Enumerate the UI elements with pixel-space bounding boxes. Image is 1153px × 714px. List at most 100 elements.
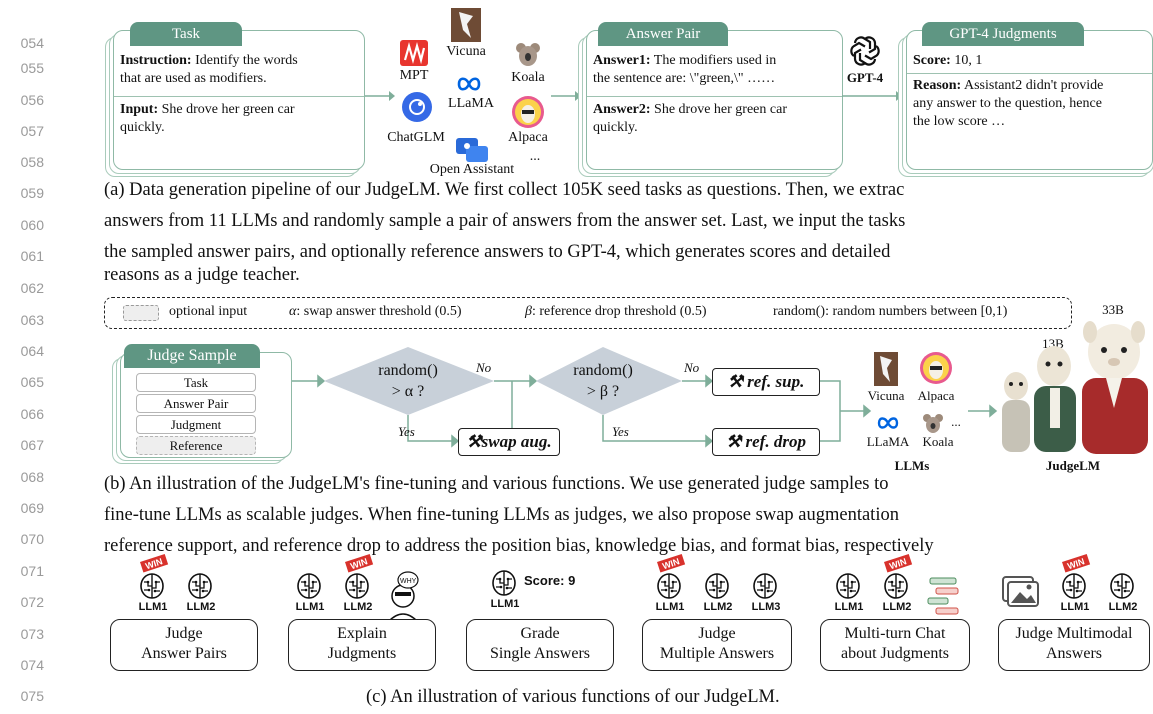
llm-label: LLM1 (138, 601, 168, 613)
win-badge-icon: WIN (345, 553, 374, 573)
line-number: 061 (20, 248, 44, 264)
line-number: 066 (20, 406, 44, 422)
vicuna-logo-icon (874, 352, 898, 386)
open-assistant-label: Open Assistant (429, 162, 515, 177)
no-label: No (476, 360, 492, 375)
llm-label: LLM1 (834, 601, 864, 613)
koala-logo-icon (922, 412, 944, 434)
line-number: 068 (20, 469, 44, 485)
more-llms: ... (951, 414, 961, 429)
llm-label: LLM1 (490, 598, 520, 610)
llm-label: LLM1 (655, 601, 685, 613)
answer-divider (587, 96, 842, 97)
line-number: 075 (20, 688, 44, 704)
svg-text:WIN: WIN (888, 556, 908, 571)
caption-a-line: answers from 11 LLMs and randomly sample… (104, 211, 906, 231)
svg-text:WIN: WIN (661, 556, 681, 571)
legend-random: random(): random numbers between [0,1) (773, 304, 1008, 319)
caption-a-line: (a) Data generation pipeline of our Judg… (104, 180, 905, 200)
ref-drop-box: ⚒ ref. drop (712, 428, 820, 456)
diamond-alpha-text: random()> α ? (378, 362, 438, 400)
task-tab: Task (130, 22, 242, 46)
input-text: Input: She drove her green car quickly. (120, 102, 295, 135)
svg-text:WIN: WIN (144, 556, 164, 571)
score-9-text: Score: 9 (524, 573, 576, 588)
diamond-beta-text: random()> β ? (573, 362, 633, 400)
line-number: 071 (20, 563, 44, 579)
line-number: 054 (20, 35, 44, 51)
win-badge-icon: WIN (1062, 553, 1091, 573)
instruction-text: Instruction: Identify the words that are… (120, 53, 298, 86)
line-number: 055 (20, 60, 44, 76)
line-number: 057 (20, 123, 44, 139)
sample-item-task: Task (136, 373, 256, 392)
answer-pair-tab: Answer Pair (598, 22, 728, 46)
answer1-text: Answer1: The modifiers used in the sente… (593, 53, 777, 86)
optional-input-swatch (123, 305, 159, 321)
line-number: 067 (20, 437, 44, 453)
judge-sample-card: Task Answer Pair Judgment Reference (120, 352, 292, 458)
line-number: 072 (20, 594, 44, 610)
koala-logo-icon (515, 40, 541, 68)
line-number: 062 (20, 280, 44, 296)
koala-label: Koala (511, 70, 545, 85)
vicuna-logo-icon (451, 8, 481, 42)
svg-text:WIN: WIN (349, 556, 369, 571)
open-assistant-logo-icon (456, 138, 488, 162)
caption-b-line: reference support, and reference drop to… (104, 536, 934, 556)
line-number: 056 (20, 92, 44, 108)
line-number: 059 (20, 185, 44, 201)
llama-label: LLaMA (866, 434, 910, 449)
alpaca-logo-icon (920, 352, 952, 384)
line-number: 070 (20, 531, 44, 547)
gpt4-judgments-card: Score: 10, 1 Reason: Assistant2 didn't p… (906, 30, 1153, 170)
win-badge-icon: WIN (140, 553, 169, 573)
size-33b-label: 33B (1102, 302, 1124, 317)
line-number: 058 (20, 154, 44, 170)
chatglm-label: ChatGLM (387, 130, 445, 145)
llm-label: LLM2 (1108, 601, 1138, 613)
swap-aug-box: ⚒swap aug. (458, 428, 560, 456)
sample-item-judgment: Judgment (136, 415, 256, 434)
caption-b-line: (b) An illustration of the JudgeLM's fin… (104, 474, 889, 494)
sample-item-answer-pair: Answer Pair (136, 394, 256, 413)
svg-text:WIN: WIN (1066, 556, 1086, 571)
judgelm-alpacas-illustration (1002, 321, 1148, 454)
caption-a-line: reasons as a judge teacher. (104, 265, 300, 285)
win-badge-icon: WIN (884, 553, 913, 573)
llm-label: LLM2 (343, 601, 373, 613)
score-text: Score: 10, 1 (913, 53, 983, 68)
llm-label: LLM2 (186, 601, 216, 613)
legend-box: optional input α: swap answer threshold … (104, 297, 1072, 329)
yes-label: Yes (612, 424, 629, 439)
caption-a-line: the sampled answer pairs, and optionally… (104, 242, 891, 262)
image-icon (1002, 576, 1039, 607)
llms-label: LLMs (894, 458, 930, 473)
line-number: 069 (20, 500, 44, 516)
vicuna-label: Vicuna (446, 44, 486, 59)
line-number: 073 (20, 626, 44, 642)
alpaca-label: Alpaca (508, 130, 548, 145)
wrench-icon: ⚒ (727, 372, 743, 391)
line-number: 060 (20, 217, 44, 233)
wrench-icon: ⚒ (466, 432, 482, 451)
why-text: WHY (400, 578, 417, 585)
win-badge-icon: WIN (657, 553, 686, 573)
decision-diamond-beta (536, 347, 682, 415)
answer2-text: Answer2: She drove her green car quickly… (593, 102, 787, 135)
arrow-icon (365, 91, 395, 101)
legend-beta: β: reference drop threshold (0.5) (525, 304, 707, 319)
no-label: No (684, 360, 700, 375)
chatglm-logo-icon (402, 92, 432, 122)
task-divider (114, 96, 364, 97)
koala-label: Koala (922, 434, 954, 449)
legend-optional: optional input (169, 304, 248, 319)
more-models-label: ... (529, 149, 541, 164)
